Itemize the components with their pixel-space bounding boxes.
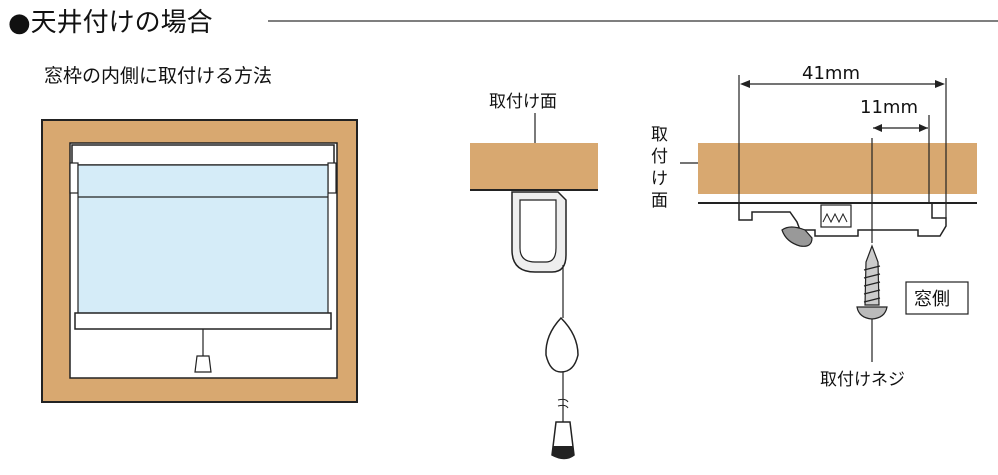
surface-label-char: 面 [651,191,668,211]
dimension-11mm: 11mm [860,97,918,118]
cord-weight [545,316,579,373]
head-rail [71,144,335,166]
surface-label-char: け [651,169,668,189]
pull-tassel [194,355,212,373]
bracket-right [327,162,337,194]
mounting-surface [698,143,977,194]
bracket-lever [781,226,813,247]
window-side-label: 窓側 [914,289,950,310]
window-illustration [41,119,358,403]
subheading: 窓枠の内側に取付ける方法 [44,65,272,87]
section-detail: 取 付 け 面 41mm 11mm 取付けネジ 窓側 [651,63,977,390]
screw-label: 取付けネジ [820,370,905,390]
mounting-surface [470,143,598,190]
middle-surface-label: 取付け面 [489,92,557,112]
side-view: 取付け面 [470,92,598,460]
surface-label-char: 取 [651,125,668,145]
bottom-bar [74,312,332,330]
blind-fabric [77,164,329,316]
section-heading: ●天井付けの場合 [8,8,213,38]
surface-label-char: 付 [651,147,668,167]
bracket-left [69,162,79,194]
window-side-box [905,281,969,315]
dimension-41mm: 41mm [802,63,860,84]
